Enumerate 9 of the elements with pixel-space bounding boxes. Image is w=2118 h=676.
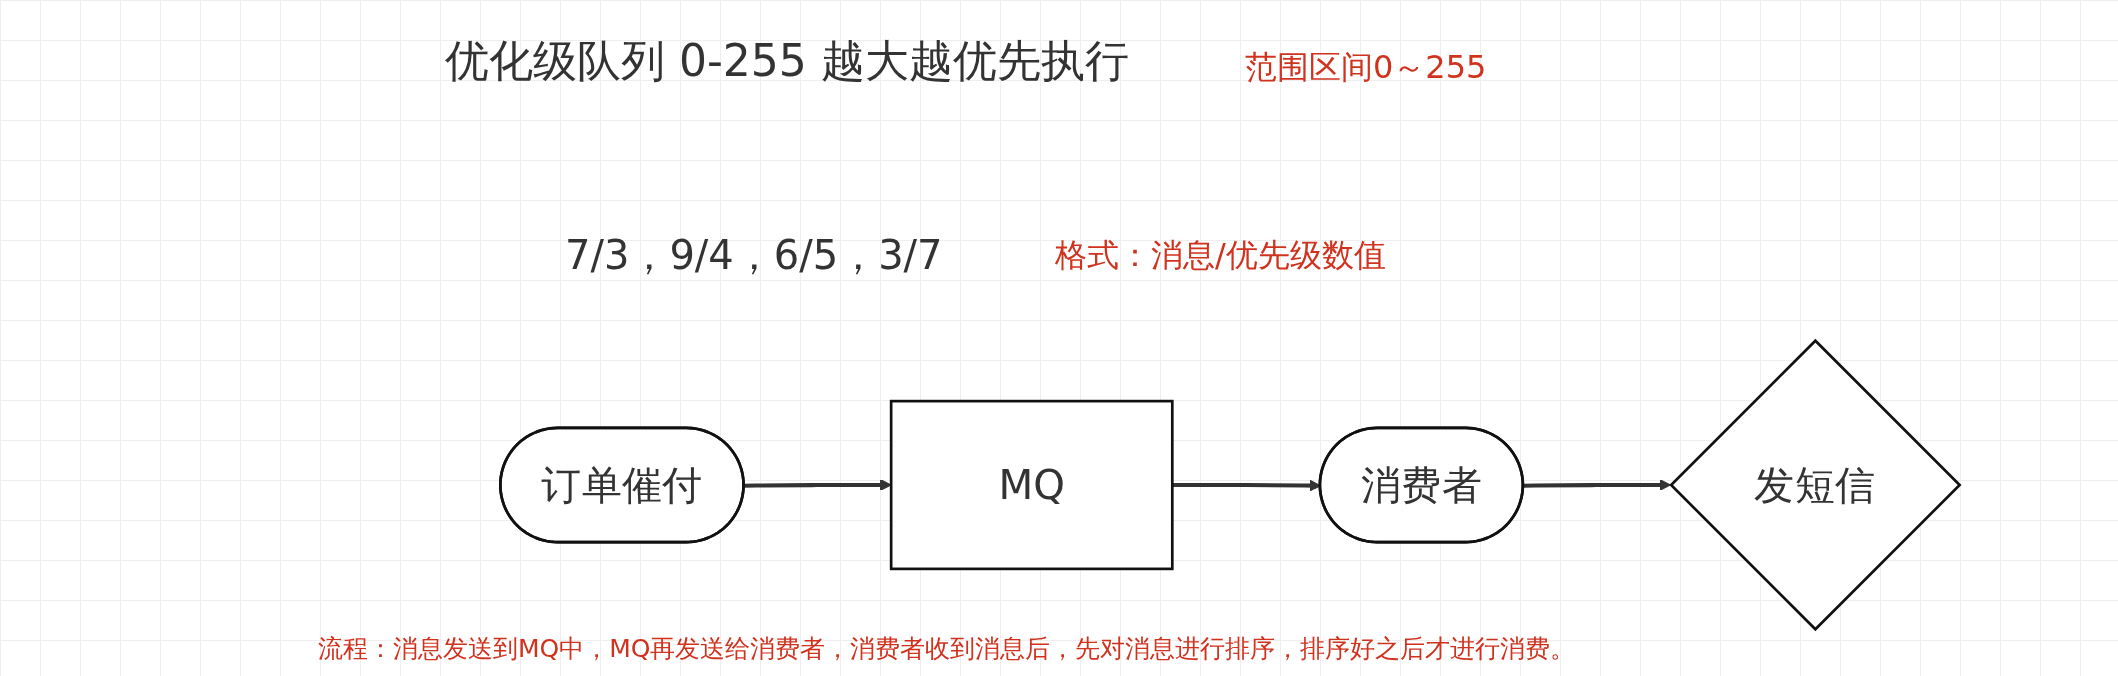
node-diamond: 发短信 (1669, 338, 1962, 632)
note: 格式：消息/优先级数值 (1055, 235, 1386, 276)
node-box: MQ (889, 399, 1174, 571)
arrow (744, 479, 892, 491)
caption: 流程：消息发送到MQ中，MQ再发送给消费者，消费者收到消息后，先对消息进行排序，排序好之后才进行消费。 (318, 633, 1576, 665)
note: 范围区间0～255 (1245, 47, 1487, 88)
example-text: 7/3，9/4，6/5，3/7 (565, 231, 943, 280)
title: 优化级队列 0-255 越大越优先执行 (445, 34, 1129, 88)
arrow (1523, 479, 1671, 491)
